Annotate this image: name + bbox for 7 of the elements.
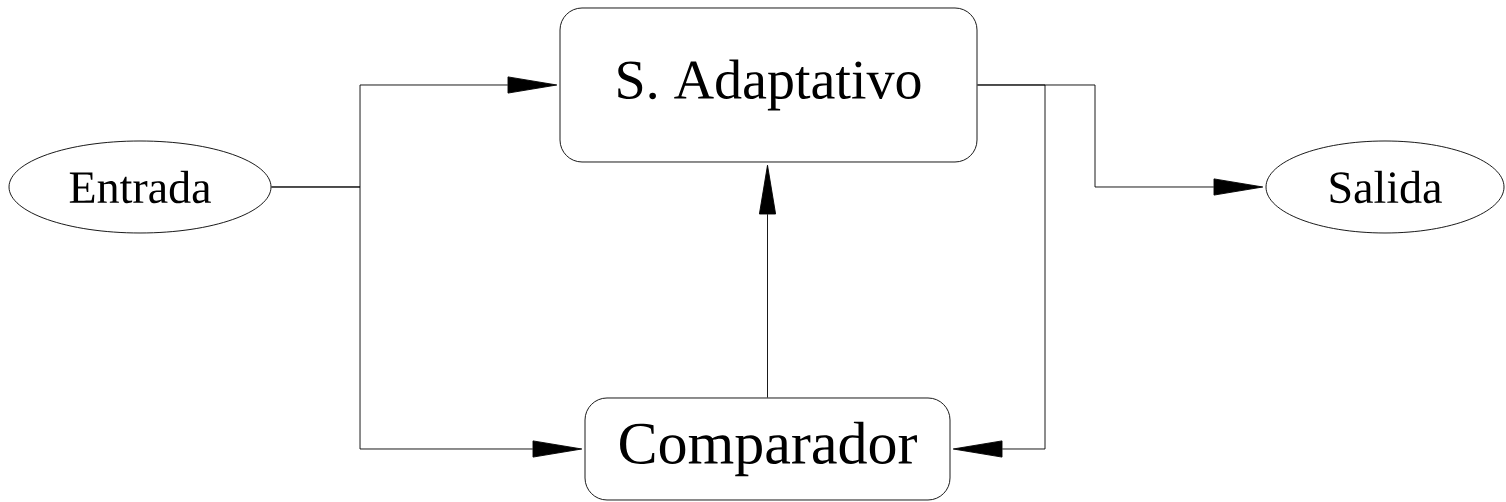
ellipse-node: Entrada: [8, 140, 272, 234]
arrow: [271, 186, 583, 458]
arrow: [952, 84, 1046, 458]
process-box: S. Adaptativo: [559, 7, 978, 163]
process-box: Comparador: [584, 397, 951, 501]
ellipse-node: Salida: [1265, 140, 1505, 234]
arrow: [758, 164, 777, 398]
